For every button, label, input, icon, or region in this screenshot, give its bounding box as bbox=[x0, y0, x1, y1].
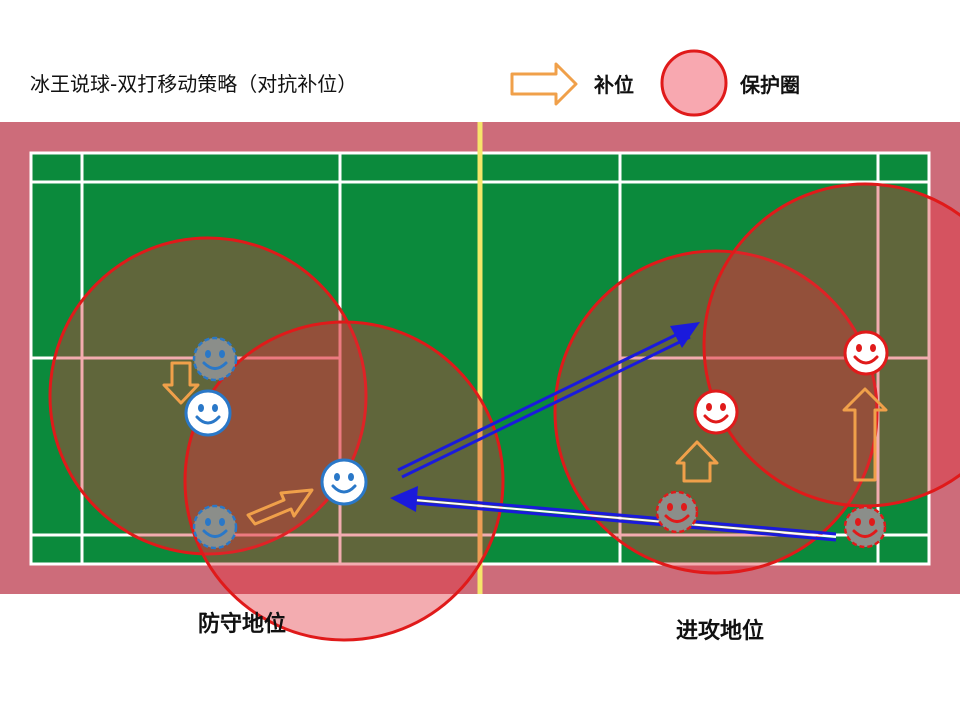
smiley-icon-defense-front bbox=[320, 458, 368, 506]
shot-arrow-attack bbox=[397, 322, 700, 479]
smiley-icon-attack-back-ghost bbox=[843, 505, 887, 549]
move-arrow-defense-bottom bbox=[246, 488, 314, 526]
move-arrow-attack-back bbox=[842, 387, 888, 482]
smiley-icon-attack-front-ghost bbox=[655, 490, 699, 534]
legend-move-label: 补位 bbox=[593, 73, 634, 97]
zone-label-attack: 进攻地位 bbox=[676, 618, 764, 644]
smiley-icon-defense-top-ghost bbox=[192, 336, 238, 382]
move-arrow-attack-front bbox=[675, 440, 719, 483]
shot-arrows bbox=[390, 322, 837, 542]
badminton-court bbox=[0, 122, 960, 594]
zone-label-defense: 防守地位 bbox=[198, 611, 286, 637]
legend-arrow-icon bbox=[510, 62, 578, 106]
smiley-icon-attack-back bbox=[843, 330, 889, 376]
smiley-icon-attack-front bbox=[693, 389, 739, 435]
smiley-icon-defense-top bbox=[184, 389, 232, 437]
page-title: 冰王说球-双打移动策略（对抗补位） bbox=[30, 72, 357, 96]
legend: 补位 保护圈 bbox=[510, 49, 800, 117]
legend-circle-icon bbox=[660, 49, 728, 117]
shot-arrow-return bbox=[390, 486, 837, 542]
legend-circle-label: 保护圈 bbox=[739, 73, 800, 97]
smiley-icon-defense-bottom-ghost bbox=[192, 504, 238, 550]
move-arrows bbox=[162, 361, 888, 526]
move-arrow-defense-top bbox=[162, 361, 200, 405]
protection-circle-attack-back bbox=[702, 182, 960, 508]
